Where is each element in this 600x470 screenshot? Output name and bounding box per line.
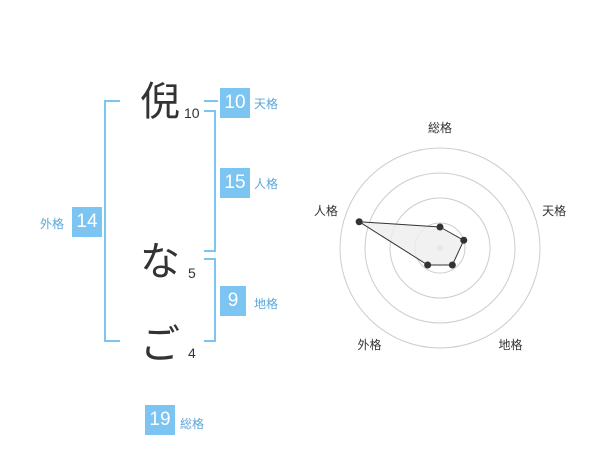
radar-axis-label-3: 外格 [357,337,381,352]
name-char-1: 倪 [140,79,180,125]
radar-ring-2 [389,197,491,299]
chikaku-value: 9 [220,286,246,316]
radar-series-area [358,221,465,266]
radar-plot [355,218,468,269]
radar-ring-3 [364,172,516,324]
soukaku-value: 19 [145,405,175,435]
gaikaku-bracket [104,100,120,342]
radar-axis-label-2: 地格 [499,337,523,352]
gaikaku-value: 14 [72,207,102,237]
radar-point-3 [424,261,432,269]
chikaku-bracket [204,258,216,342]
chikaku-label: 地格 [254,297,279,311]
jinkaku-bracket [204,110,216,252]
soukaku-label: 総格 [180,417,205,431]
stroke-count-3: 4 [188,345,196,361]
name-char-3: ご [140,322,180,368]
radar-grid [339,147,541,349]
radar-ring-4 [339,147,541,349]
radar-point-1 [460,236,468,244]
radar-point-0 [436,223,444,231]
radar-point-4 [355,218,363,226]
stroke-count-1: 10 [184,105,200,121]
name-char-2: な [140,239,180,285]
gaikaku-label: 外格 [40,217,65,231]
stroke-count-2: 5 [188,265,196,281]
tenkaku-label: 天格 [254,97,279,111]
jinkaku-value: 15 [220,168,250,198]
radar-axis-label-1: 天格 [542,203,566,218]
jinkaku-label: 人格 [254,177,279,191]
radar-axis-label-4: 人格 [314,203,338,218]
radar-point-2 [448,261,456,269]
tenkaku-bracket [204,100,218,102]
radar-axis-label-0: 総格 [428,120,452,135]
tenkaku-value: 10 [220,88,250,118]
